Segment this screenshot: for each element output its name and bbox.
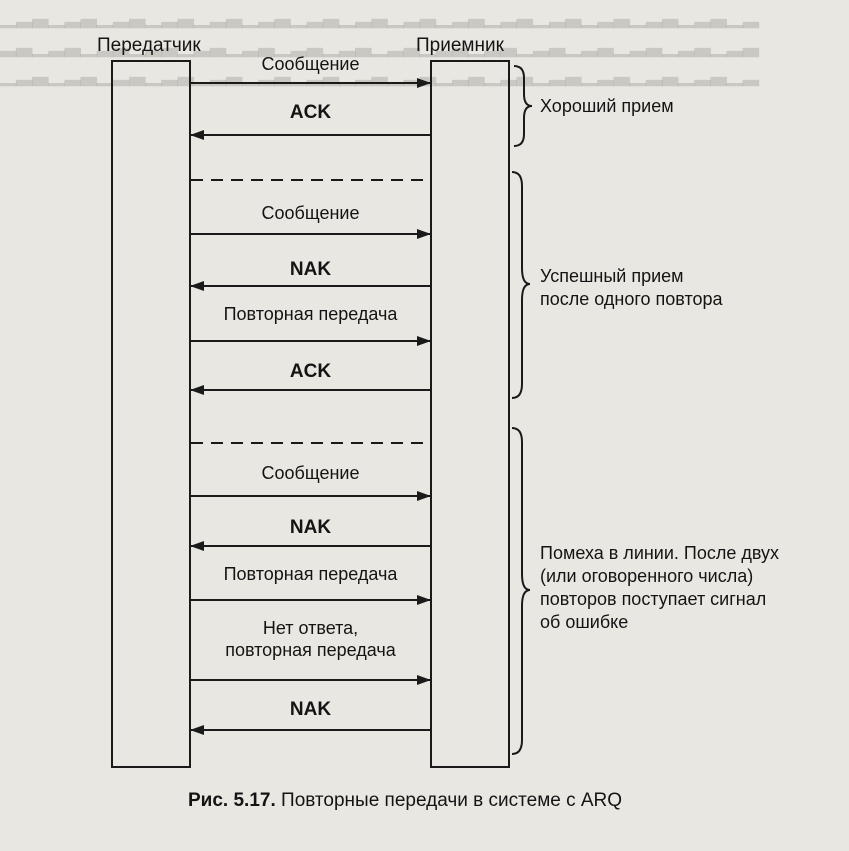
figure-caption: Рис. 5.17. Повторные передачи в системе … (188, 790, 622, 812)
arrow-label-nak-3: NAK (289, 699, 332, 720)
brace-label-3-line3: повторов поступает сигнал (540, 589, 767, 609)
figure-number: Рис. 5.17. (188, 790, 276, 811)
arrow-label-no-reply: Нет ответа, повторная передача (191, 617, 430, 661)
brace-label-success-after-retry: Успешный прием после одного повтора (540, 265, 723, 311)
brace-label-3-line4: об ошибке (540, 612, 629, 632)
arrow-label-message-2: Сообщение (261, 203, 360, 223)
brace-label-line-noise: Помеха в линии. После двух (или оговорен… (540, 542, 779, 634)
arrow-label-nak-1: NAK (289, 259, 332, 280)
receiver-timeline (430, 60, 510, 768)
arrow-label-retransmit-1: Повторная передача (223, 304, 398, 324)
arrow-label-message-1: Сообщение (261, 54, 360, 74)
brace-label-3-line1: Помеха в линии. После двух (540, 543, 780, 563)
figure-caption-text: Повторные передачи в системе с ARQ (281, 790, 623, 811)
brace-label-1-line1: Хороший прием (540, 96, 674, 116)
brace-label-2-line1: Успешный прием (540, 266, 684, 286)
brace-3 (511, 427, 531, 755)
arrow-label-ack-1: ACK (289, 102, 332, 123)
sender-timeline (111, 60, 191, 768)
brace-label-2-line2: после одного повтора (540, 289, 723, 309)
arrow-label-message-3: Сообщение (261, 463, 360, 483)
arrow-label-no-reply-line2: повторная передача (225, 640, 396, 660)
brace-label-3-line2: (или оговоренного числа) (540, 566, 754, 586)
sender-label: Передатчик (97, 35, 201, 56)
arrow-label-ack-2: ACK (289, 361, 332, 382)
arrow-label-nak-2: NAK (289, 517, 332, 538)
arrow-label-no-reply-line1: Нет ответа, (262, 618, 359, 638)
brace-label-good-reception: Хороший прием (540, 95, 674, 118)
arrow-label-retransmit-2: Повторная передача (223, 564, 398, 584)
brace-2 (511, 171, 531, 399)
brace-1 (513, 65, 533, 147)
receiver-label: Приемник (416, 35, 504, 56)
